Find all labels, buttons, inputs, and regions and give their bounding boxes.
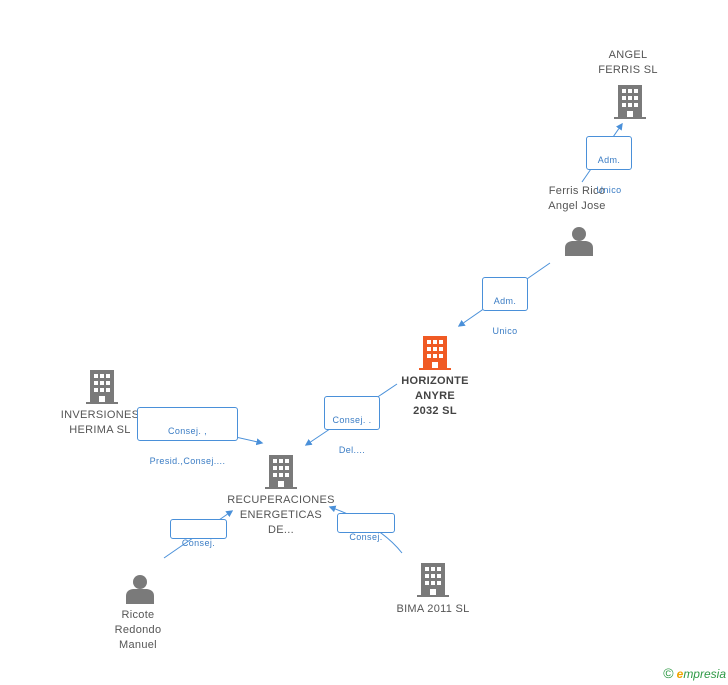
edge-label-ricote-recup[interactable]: Consej. bbox=[170, 519, 227, 548]
edge-label-line: Del.... bbox=[338, 445, 366, 455]
node-ferris-rico[interactable]: Ferris Rico Angel Jose bbox=[532, 184, 622, 259]
person-icon bbox=[126, 575, 154, 604]
copyright-symbol: © bbox=[663, 665, 674, 681]
node-bima[interactable]: BIMA 2011 SL bbox=[388, 563, 478, 623]
edge-label-ferris-angel[interactable]: Adm. Unico bbox=[586, 136, 632, 195]
node-label: BIMA 2011 SL bbox=[396, 603, 470, 615]
node-label: RECUPERACIONES ENERGETICAS DE... bbox=[227, 494, 335, 536]
edge-label-line: Unico bbox=[596, 185, 622, 195]
node-label: ANGEL FERRIS SL bbox=[598, 49, 658, 76]
brand-name: mpresia bbox=[683, 667, 726, 681]
building-icon bbox=[419, 336, 451, 370]
building-icon bbox=[86, 370, 118, 404]
node-label: HORIZONTE ANYRE 2032 SL bbox=[401, 375, 469, 417]
building-icon bbox=[417, 563, 449, 597]
edge-label-line: Adm. bbox=[597, 155, 621, 165]
edge-label-line: Consej. . bbox=[332, 415, 372, 425]
node-label: INVERSIONES HERIMA SL bbox=[60, 409, 140, 436]
node-label: Ferris Rico Angel Jose bbox=[548, 185, 606, 212]
person-icon bbox=[565, 227, 593, 256]
edge-label-line: Presid.,Consej.... bbox=[149, 456, 226, 466]
node-angel-ferris[interactable]: ANGEL FERRIS SL bbox=[590, 48, 666, 123]
edge-label-line: Consej. bbox=[181, 538, 216, 548]
edge-label-horizonte-recup[interactable]: Consej. . Del.... bbox=[324, 396, 380, 455]
node-recuperaciones[interactable]: RECUPERACIONES ENERGETICAS DE... bbox=[226, 455, 336, 545]
node-inversiones[interactable]: INVERSIONES HERIMA SL bbox=[60, 370, 142, 440]
brand-initial: e bbox=[676, 667, 684, 681]
edge-label-line: Unico bbox=[492, 326, 518, 336]
edge-label-line: Adm. bbox=[493, 296, 517, 306]
edge-label-line: Consej. bbox=[349, 532, 383, 542]
node-ricote[interactable]: Ricote Redondo Manuel bbox=[100, 574, 176, 654]
node-horizonte[interactable]: HORIZONTE ANYRE 2032 SL bbox=[395, 336, 475, 426]
edge-label-inversiones-recup[interactable]: Consej. , Presid.,Consej.... bbox=[137, 407, 238, 466]
building-icon bbox=[614, 85, 646, 119]
building-icon bbox=[265, 455, 297, 489]
empresia-logo: ©empresia bbox=[663, 665, 726, 681]
edge-label-bima-recup[interactable]: Consej. bbox=[337, 513, 395, 542]
edge-label-line: Consej. , bbox=[167, 426, 208, 436]
edge-label-ferris-horizonte[interactable]: Adm. Unico bbox=[482, 277, 528, 336]
node-label: Ricote Redondo Manuel bbox=[114, 609, 162, 651]
